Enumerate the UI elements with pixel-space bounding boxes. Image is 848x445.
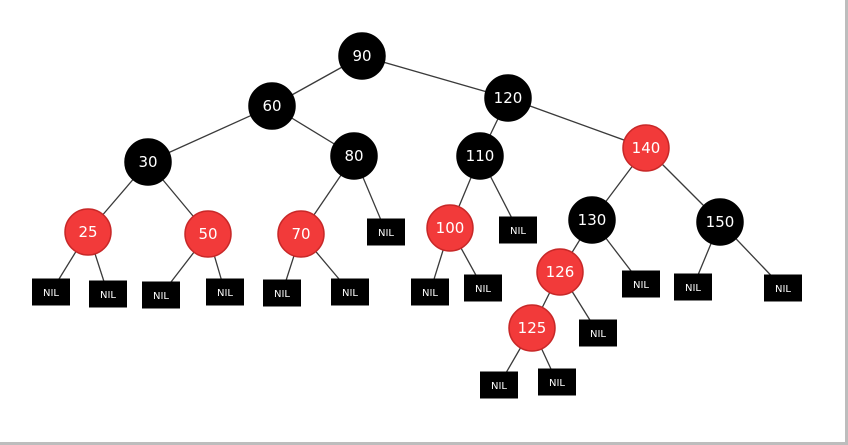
node-label: 126 xyxy=(546,263,575,281)
nil-box xyxy=(674,273,712,301)
node-circle-126 xyxy=(536,248,584,296)
node-circle-80 xyxy=(330,132,378,180)
node-label: 25 xyxy=(78,223,97,241)
nil-box xyxy=(411,278,449,306)
nil-box xyxy=(206,278,244,306)
nil-label: NIL xyxy=(775,284,791,295)
nil-label: NIL xyxy=(217,288,233,299)
node-circle-60 xyxy=(248,82,296,130)
nil-label: NIL xyxy=(422,288,438,299)
nil-leaf: NIL xyxy=(579,319,617,347)
nil-label: NIL xyxy=(378,228,394,239)
edges-layer xyxy=(50,55,784,386)
nil-leaf: NIL xyxy=(89,280,127,308)
nil-leaf: NIL xyxy=(367,218,405,246)
nil-leaf: NIL xyxy=(499,216,537,244)
nil-leaf: NIL xyxy=(32,278,70,306)
tree-node-100: 100 xyxy=(426,204,474,252)
tree-node-130: 130 xyxy=(568,196,616,244)
nil-box xyxy=(367,218,405,246)
node-label: 80 xyxy=(344,147,363,165)
node-circle-140 xyxy=(622,124,670,172)
nil-leaf: NIL xyxy=(331,278,369,306)
nil-box xyxy=(464,274,502,302)
nil-box xyxy=(538,368,576,396)
nil-box xyxy=(89,280,127,308)
node-label: 140 xyxy=(632,139,661,157)
nil-box xyxy=(142,281,180,309)
node-circle-125 xyxy=(508,304,556,352)
nil-label: NIL xyxy=(274,289,290,300)
node-circle-120 xyxy=(484,74,532,122)
tree-node-60: 60 xyxy=(248,82,296,130)
nil-box xyxy=(579,319,617,347)
tree-node-90: 90 xyxy=(338,32,386,80)
nil-leaf: NIL xyxy=(142,281,180,309)
node-label: 60 xyxy=(262,97,281,115)
node-circle-150 xyxy=(696,198,744,246)
node-circle-50 xyxy=(184,210,232,258)
node-label: 70 xyxy=(291,225,310,243)
tree-node-70: 70 xyxy=(277,210,325,258)
tree-node-125: 125 xyxy=(508,304,556,352)
tree-node-25: 25 xyxy=(64,208,112,256)
nil-leaf: NIL xyxy=(480,371,518,399)
nil-label: NIL xyxy=(100,290,116,301)
nil-leaf: NIL xyxy=(674,273,712,301)
nil-label: NIL xyxy=(510,226,526,237)
node-label: 90 xyxy=(352,47,371,65)
node-circle-100 xyxy=(426,204,474,252)
node-circle-70 xyxy=(277,210,325,258)
nil-label: NIL xyxy=(342,288,358,299)
node-circle-130 xyxy=(568,196,616,244)
nil-box xyxy=(499,216,537,244)
tree-node-140: 140 xyxy=(622,124,670,172)
edge-n120-n140 xyxy=(507,97,647,149)
node-label: 30 xyxy=(138,153,157,171)
node-label: 125 xyxy=(518,319,547,337)
nil-label: NIL xyxy=(590,329,606,340)
tree-node-110: 110 xyxy=(456,132,504,180)
node-label: 150 xyxy=(706,213,735,231)
nil-label: NIL xyxy=(43,288,59,299)
tree-node-126: 126 xyxy=(536,248,584,296)
nil-leaf: NIL xyxy=(464,274,502,302)
tree-node-30: 30 xyxy=(124,138,172,186)
node-label: 130 xyxy=(578,211,607,229)
node-circle-25 xyxy=(64,208,112,256)
edge-n90-n120 xyxy=(361,55,509,99)
tree-node-80: 80 xyxy=(330,132,378,180)
nil-label: NIL xyxy=(475,284,491,295)
nil-label: NIL xyxy=(153,291,169,302)
tree-node-150: 150 xyxy=(696,198,744,246)
tree-node-50: 50 xyxy=(184,210,232,258)
nil-leaf: NIL xyxy=(206,278,244,306)
node-label: 110 xyxy=(466,147,495,165)
nil-box xyxy=(622,270,660,298)
node-label: 50 xyxy=(198,225,217,243)
nil-leaf: NIL xyxy=(764,274,802,302)
nil-box xyxy=(32,278,70,306)
nil-box xyxy=(480,371,518,399)
nil-leaf: NIL xyxy=(622,270,660,298)
nil-box xyxy=(263,279,301,307)
nil-box xyxy=(331,278,369,306)
tree-node-120: 120 xyxy=(484,74,532,122)
nil-label: NIL xyxy=(549,378,565,389)
nil-leaf: NIL xyxy=(538,368,576,396)
nil-leaf: NIL xyxy=(263,279,301,307)
nil-label: NIL xyxy=(491,381,507,392)
nil-leaf: NIL xyxy=(411,278,449,306)
nil-label: NIL xyxy=(685,283,701,294)
node-circle-30 xyxy=(124,138,172,186)
node-label: 100 xyxy=(436,219,465,237)
node-circle-110 xyxy=(456,132,504,180)
nil-box xyxy=(764,274,802,302)
nil-label: NIL xyxy=(633,280,649,291)
node-label: 120 xyxy=(494,89,523,107)
node-circle-90 xyxy=(338,32,386,80)
